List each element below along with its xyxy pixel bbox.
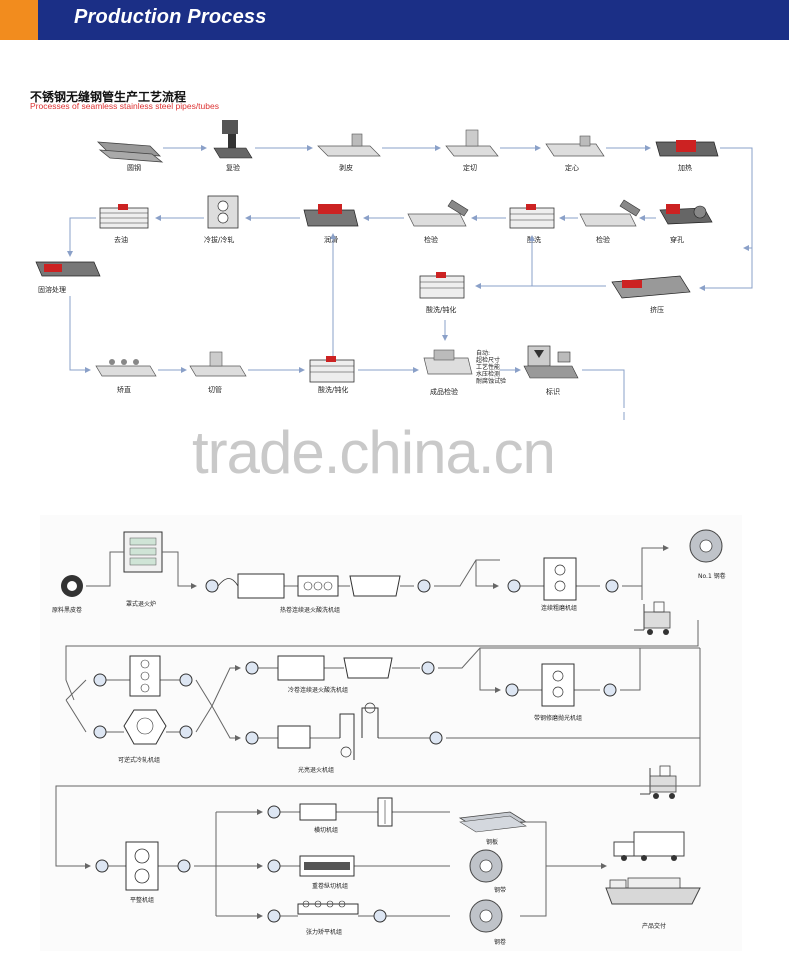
lubrication-tank-icon — [303, 204, 359, 227]
label-coil: 钢卷 — [494, 938, 506, 946]
label-delivery: 产品交付 — [642, 922, 666, 930]
slitting-line-icon — [267, 855, 450, 877]
inspection-machine-icon — [213, 120, 253, 159]
ship-icon — [605, 877, 701, 905]
label-round-steel: 圆钢 — [127, 163, 141, 172]
label-bell-furnace: 罩式退火炉 — [126, 600, 156, 608]
rough-grind-line-icon — [507, 557, 619, 601]
label-no1-coil: No.1 钢卷 — [698, 572, 726, 580]
page-title: Production Process — [74, 6, 267, 28]
temper-mill-icon — [95, 841, 191, 891]
label-plate: 钢板 — [486, 838, 498, 846]
label-inspect-b: 检验 — [596, 235, 610, 244]
label-piercing: 穿孔 — [670, 235, 684, 244]
label-strip: 钢带 — [494, 886, 506, 894]
test-item-2: 工艺性能 — [476, 363, 500, 371]
cross-cut-line-icon — [267, 797, 450, 827]
pickle-passivate-tank1-icon — [419, 272, 465, 299]
label-inspect-a: 检验 — [424, 235, 438, 244]
label-straightening: 矫直 — [117, 385, 131, 394]
cut-machine-icon — [445, 129, 499, 157]
label-cold-draw: 冷拔/冷轧 — [204, 235, 234, 244]
cold-anneal-line-icon — [245, 655, 435, 681]
test-item-0: 自动: — [476, 349, 490, 357]
strip-coil-icon — [469, 849, 503, 883]
header-banner: Production Process — [0, 0, 789, 40]
pickling-tank-icon — [509, 204, 555, 229]
reversible-mill-icon — [93, 655, 193, 745]
upper-title-en: Processes of seamless stainless steel pi… — [30, 101, 219, 111]
pickle-passivate-tank2-icon — [309, 356, 355, 383]
upper-title-cn: 不锈钢无缝钢管生产工艺流程 — [30, 90, 187, 104]
piercing-machine-icon — [659, 204, 713, 225]
solution-furnace-icon — [35, 261, 101, 277]
label-degreasing: 去油 — [114, 235, 128, 244]
inspect-bench-b-icon — [579, 199, 641, 227]
label-tension-level: 张力矫平机组 — [306, 928, 342, 936]
label-final-inspection: 成品检验 — [430, 387, 458, 396]
label-strip-polish: 带钢修磨抛光机组 — [534, 714, 582, 722]
tension-leveler-icon — [267, 900, 450, 923]
round-steel-icon — [96, 141, 164, 163]
label-heating: 加热 — [678, 163, 692, 172]
bright-anneal-line-icon — [245, 702, 443, 760]
hot-anneal-line-icon — [205, 573, 431, 599]
no1-coil-icon — [689, 529, 723, 563]
test-item-3: 水压检测 — [476, 370, 500, 378]
peeling-machine-icon — [317, 133, 381, 157]
label-reversible-mill: 可逆式冷轧机组 — [118, 756, 160, 764]
label-hot-anneal-line: 热卷连续退火酸洗机组 — [280, 606, 340, 614]
watermark: trade.china.cn — [192, 419, 556, 486]
label-solution: 固溶处理 — [38, 285, 66, 294]
centering-machine-icon — [545, 135, 605, 157]
steel-coil-icon — [469, 899, 503, 933]
label-slitting: 重卷纵切机组 — [312, 882, 348, 890]
bell-furnace-icon — [123, 531, 163, 573]
label-extrusion: 挤压 — [650, 305, 664, 314]
label-cross-cut: 横切机组 — [314, 826, 338, 834]
label-centering: 定心 — [565, 163, 579, 172]
inspect-bench-a-icon — [407, 199, 469, 227]
label-pipe-cut: 切管 — [208, 385, 222, 394]
label-peeling: 剥皮 — [339, 163, 353, 172]
label-marking: 标识 — [546, 387, 560, 396]
final-inspection-station-icon — [423, 349, 473, 375]
degrease-tank-icon — [99, 204, 149, 229]
pipe-cutter-icon — [189, 351, 247, 377]
test-item-4: 耐腐蚀试验 — [476, 377, 506, 385]
strip-polish-line-icon — [505, 663, 617, 707]
label-lubrication: 润滑 — [324, 235, 338, 244]
truck-icon — [613, 831, 685, 861]
label-rough-grind: 连续粗磨机组 — [541, 604, 577, 612]
cold-draw-mill-icon — [207, 195, 239, 229]
straightener-icon — [95, 359, 157, 377]
plate-stack-icon — [458, 811, 528, 833]
label-inspection1: 复验 — [226, 163, 240, 172]
banner-accent — [0, 0, 38, 40]
label-cold-anneal-line: 冷卷连续退火酸洗机组 — [288, 686, 348, 694]
label-pickle-passivate1: 酸洗/钝化 — [426, 305, 456, 314]
label-temper-mill: 平整机组 — [130, 896, 154, 904]
label-cut-length: 定切 — [463, 163, 477, 172]
test-item-1: 超检尺寸 — [476, 356, 500, 364]
label-pickle-passivate2: 酸洗/钝化 — [318, 385, 348, 394]
raw-coil-icon — [61, 575, 83, 597]
label-bright-anneal: 光亮退火机组 — [298, 766, 334, 774]
forklift-icon — [634, 601, 671, 635]
extrusion-press-icon — [611, 275, 691, 299]
label-raw-coil: 原料黑皮卷 — [52, 606, 82, 614]
heating-furnace-icon — [655, 140, 719, 157]
marking-machine-icon — [523, 345, 579, 379]
forklift-2-icon — [640, 765, 677, 799]
